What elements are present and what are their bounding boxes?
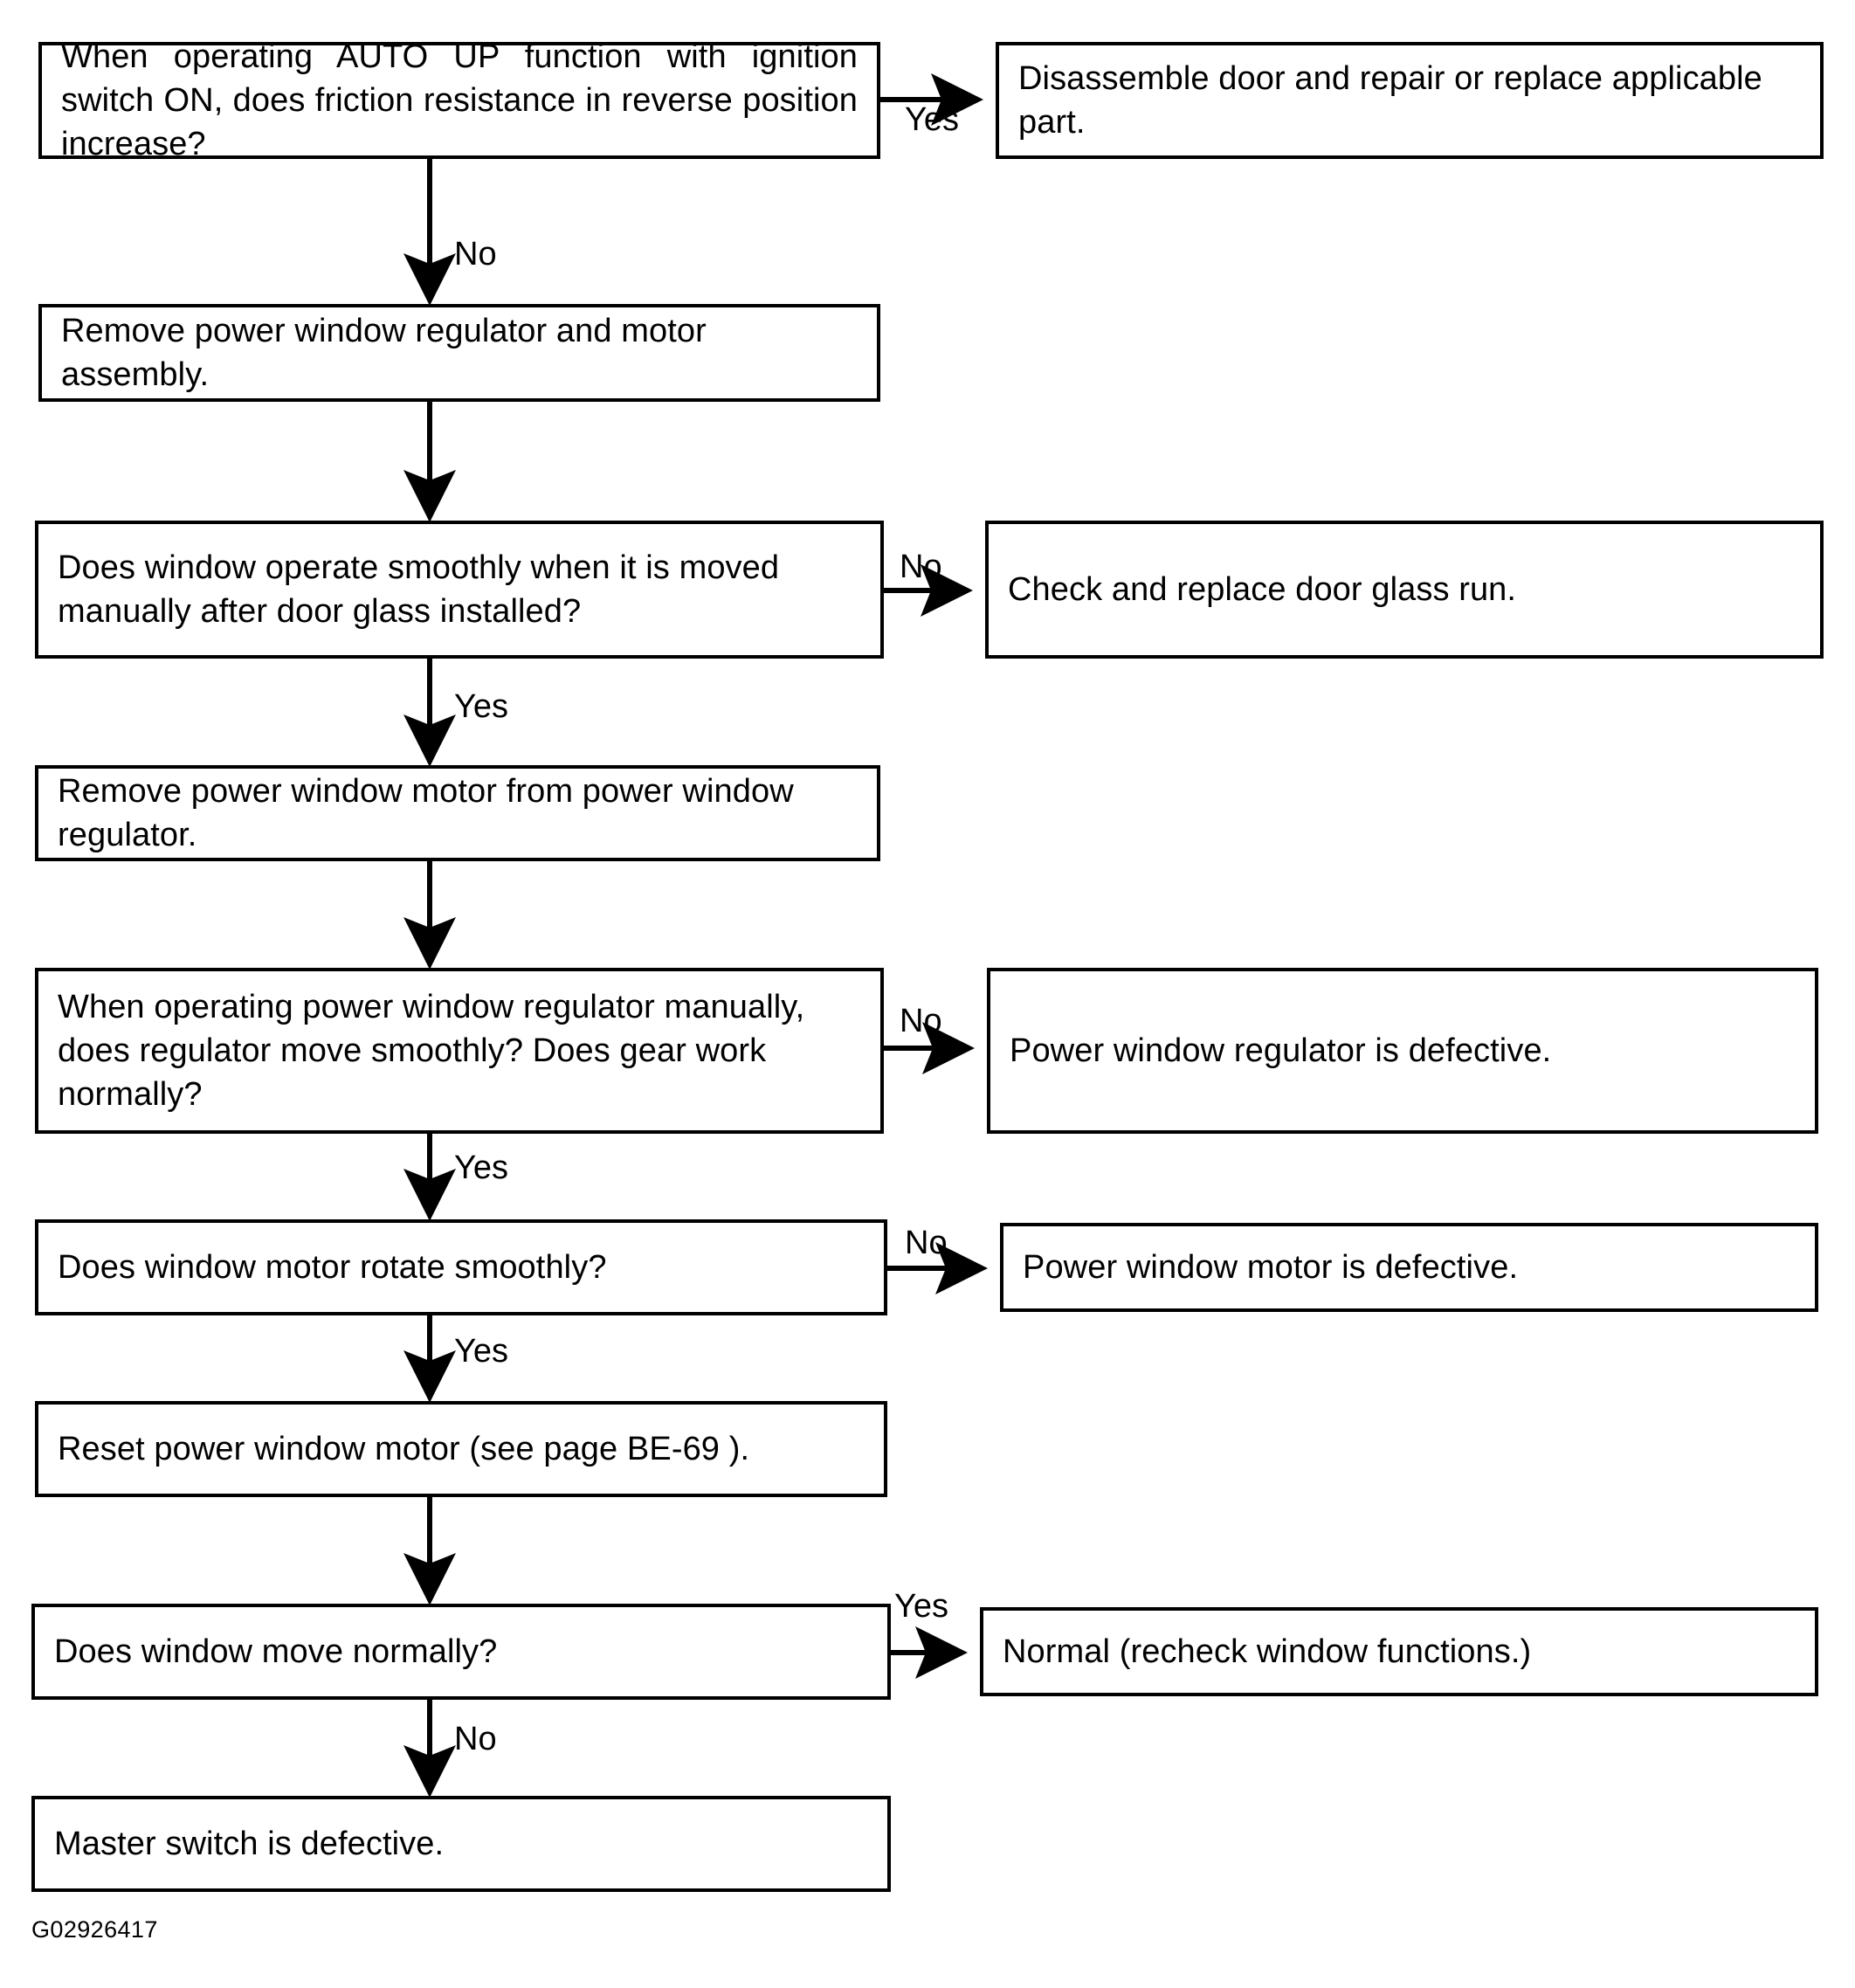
edge-label-q1-no: No <box>454 236 497 273</box>
node-q3-label: When operating power window regulator ma… <box>58 988 805 1114</box>
node-a2-label: Check and replace door glass run. <box>1008 570 1517 608</box>
node-s1[interactable]: Remove power window regulator and motor … <box>38 304 880 402</box>
node-q4[interactable]: Does window motor rotate smoothly? <box>35 1219 887 1315</box>
node-a5[interactable]: Normal (recheck window functions.) <box>980 1607 1818 1696</box>
node-q4-label: Does window motor rotate smoothly? <box>58 1248 607 1286</box>
edge-label-q1-yes: Yes <box>905 101 959 138</box>
node-a1-label: Disassemble door and repair or replace a… <box>1018 59 1762 141</box>
node-s4[interactable]: Master switch is defective. <box>31 1796 891 1892</box>
node-q2-label: Does window operate smoothly when it is … <box>58 549 780 630</box>
node-q3[interactable]: When operating power window regulator ma… <box>35 968 884 1134</box>
node-s1-label: Remove power window regulator and motor … <box>61 312 707 393</box>
edge-label-q3-yes: Yes <box>454 1149 508 1186</box>
edge-label-q5-yes: Yes <box>894 1588 948 1625</box>
node-a1[interactable]: Disassemble door and repair or replace a… <box>996 42 1824 159</box>
edge-label-q2-no: No <box>900 549 942 585</box>
edge-label-q4-yes: Yes <box>454 1333 508 1370</box>
node-q1[interactable]: When operating AUTO UP function with ign… <box>38 38 880 162</box>
node-a2[interactable]: Check and replace door glass run. <box>985 521 1824 659</box>
edge-label-q2-yes: Yes <box>454 688 508 725</box>
node-a4[interactable]: Power window motor is defective. <box>1000 1223 1818 1312</box>
node-s2[interactable]: Remove power window motor from power win… <box>35 765 880 861</box>
node-q2[interactable]: Does window operate smoothly when it is … <box>35 521 884 659</box>
node-s3[interactable]: Reset power window motor (see page BE-69… <box>35 1401 887 1497</box>
node-a3[interactable]: Power window regulator is defective. <box>987 968 1818 1134</box>
node-s4-label: Master switch is defective. <box>54 1825 445 1862</box>
node-a3-label: Power window regulator is defective. <box>1010 1032 1552 1069</box>
node-s3-label: Reset power window motor (see page BE-69… <box>58 1430 750 1467</box>
figure-caption: G02926417 <box>31 1916 158 1943</box>
node-q5-label: Does window move normally? <box>54 1633 498 1670</box>
edge-label-q4-no: No <box>905 1225 948 1261</box>
node-q5[interactable]: Does window move normally? <box>31 1604 891 1700</box>
node-a4-label: Power window motor is defective. <box>1023 1248 1519 1286</box>
edge-label-q3-no: No <box>900 1003 942 1039</box>
node-s2-label: Remove power window motor from power win… <box>58 772 794 853</box>
node-a5-label: Normal (recheck window functions.) <box>1003 1633 1532 1670</box>
node-q1-label: When operating AUTO UP function with ign… <box>61 38 858 163</box>
edge-label-q5-no: No <box>454 1721 497 1757</box>
